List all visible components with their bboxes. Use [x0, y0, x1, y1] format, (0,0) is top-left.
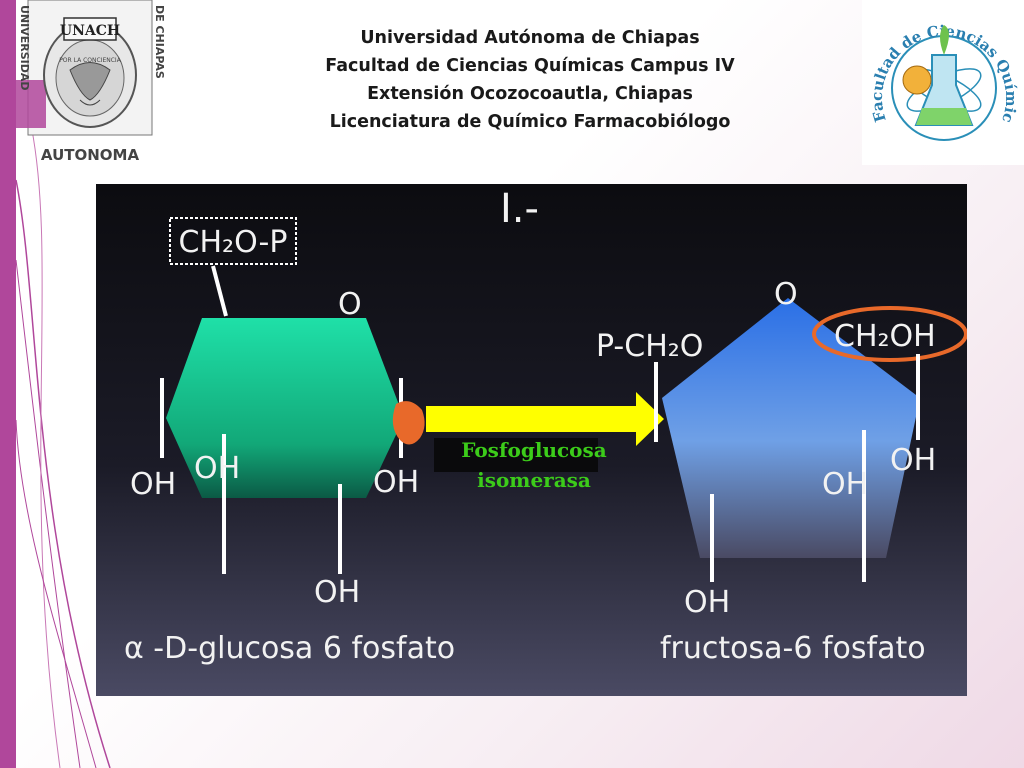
header-degree: Licenciatura de Químico Farmacobiólogo	[329, 112, 731, 132]
fructose-ring	[662, 298, 920, 558]
header-faculty: Facultad de Ciencias Químicas Campus IV	[325, 56, 735, 76]
header-university: Universidad Autónoma de Chiapas	[360, 28, 700, 48]
faculty-logo: Facultad de Ciencias Químicas Ocozocoaut…	[855, 0, 1024, 165]
glucose-oh-c3: OH	[373, 465, 419, 500]
fructose-oh-c4: OH	[684, 585, 730, 620]
unach-logo: UNIVERSIDAD DE CHIAPAS UNACH POR LA CONC…	[10, 0, 170, 165]
logo-seal-text: POR LA CONCIENCIA	[59, 57, 122, 64]
header-campus: Extensión Ocozocoautla, Chiapas	[367, 84, 693, 104]
slide-header: Universidad Autónoma de Chiapas Facultad…	[280, 24, 780, 136]
enzyme-line2: isomerasa	[477, 468, 591, 492]
glucose-oh-c2: OH	[194, 451, 240, 486]
glucose-ch2op-label: CH₂O-P	[179, 225, 288, 260]
fructose-ring-oxygen: O	[774, 277, 798, 312]
logo-autonoma-text: AUTONOMA	[41, 146, 140, 164]
left-accent-bar	[0, 0, 16, 768]
decorative-swoosh-lines	[15, 119, 111, 768]
logo-unach-text: UNACH	[60, 23, 120, 39]
fructose-pch2o-label: P-CH₂O	[596, 329, 703, 364]
reaction-diagram: I.- CH₂O-P O OH OH OH OH α -D-glucosa 6 …	[96, 184, 967, 696]
enzyme-line1: Fosfoglucosa	[461, 438, 607, 462]
glucose-ring-oxygen: O	[338, 287, 362, 322]
reaction-arrow-shaft	[426, 406, 636, 432]
glucose-oh-c1: OH	[130, 467, 176, 502]
reaction-arrow-head	[636, 392, 664, 446]
ch2oh-highlight-circle	[812, 306, 967, 362]
fructose-ch2oh-label: CH₂OH	[834, 319, 936, 354]
enzyme-label: Fosfoglucosa isomerasa	[434, 435, 634, 495]
ch2op-box	[169, 217, 297, 265]
logo-left-vertical-text: UNIVERSIDAD	[18, 5, 31, 91]
fructose-oh-c3: OH	[822, 467, 868, 502]
highlight-marker	[392, 401, 425, 445]
fructose-oh-c2: OH	[890, 443, 936, 478]
glucose-oh-c4: OH	[314, 575, 360, 610]
glucose-name: α -D-glucosa 6 fosfato	[124, 631, 455, 666]
enzyme-label-bg	[434, 438, 598, 472]
logo-right-vertical-text: DE CHIAPAS	[153, 5, 166, 79]
step-label: I.-	[500, 186, 539, 232]
fructose-name: fructosa-6 fosfato	[660, 631, 926, 666]
